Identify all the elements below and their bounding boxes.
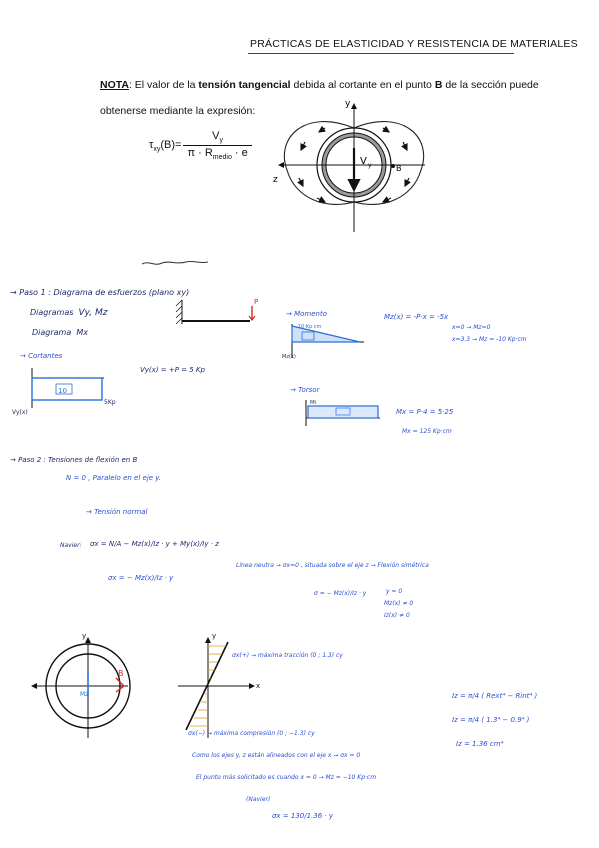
note-ejes-sim: Como los ejes y, z están alineados con e…	[192, 752, 361, 759]
shear-sk: 5Kp	[104, 399, 116, 406]
section-mz-label: Mz	[80, 691, 88, 698]
section-point-b: B	[118, 669, 124, 678]
note-cond-1: y = 0	[386, 588, 403, 595]
fig-shear: V	[360, 156, 367, 167]
note-sigma-eq: σx = N/A − Mz(x)/Iz · y + My(x)/Iy · z	[90, 540, 219, 548]
note-sigma-eq2: σ = − Mz(x)/Iz · y	[314, 590, 367, 597]
diagramas-1-value: Vy, Mz	[78, 308, 108, 318]
formula-lhs-arg: (B)=	[160, 138, 182, 151]
shear-value: 10	[58, 387, 67, 395]
beam-sketch: P	[175, 298, 258, 325]
note-text-1: : El valor de la	[128, 79, 199, 91]
note-cond-3: Iz(x) ≠ 0	[384, 612, 410, 619]
note-torsor: → Torsor	[290, 386, 320, 394]
note-text-4: obtenerse mediante la expresión:	[100, 105, 256, 117]
note-punto-mas: El punto más solicitado es cuando x = 0 …	[196, 774, 377, 781]
diagramas-2-label: Diagrama	[32, 328, 72, 337]
note-text-2: debida al cortante en el punto	[290, 79, 435, 91]
note-linea-neutra: Línea neutra → σx=0 , situada sobre el e…	[236, 562, 429, 569]
note-tension-normal: → Tensión normal	[86, 508, 148, 516]
note-navier: (Navier)	[246, 796, 271, 803]
shear-formula: τxy(B)= Vy π · Rmedio · e	[148, 130, 252, 161]
pipe-section-figure: y z V y B	[273, 99, 425, 232]
stress-distribution-figure: Mz B y y x	[31, 634, 260, 738]
formula-den: π · R	[187, 147, 213, 160]
formula-lhs: τ	[149, 138, 154, 151]
fig-z-axis: z	[273, 175, 278, 185]
note-momento: → Momento	[286, 310, 328, 318]
note-iz-3: Iz = 1.36 cm⁴	[456, 740, 504, 748]
stress-y-axis: y	[212, 634, 216, 640]
note-mz-b: x=3.3 → Mz = -10 Kp·cm	[452, 336, 527, 343]
note-sx-minus: σx(−) → máxima compresión (0 ; −1.3) cy	[188, 730, 315, 737]
note-sigma-final: σx = 130/1.36 · y	[272, 812, 334, 820]
shear-vy-label: Vy(x)	[12, 409, 28, 416]
diagramas-2-value: Mx	[76, 328, 88, 337]
note-mz-eq: Mz(x) = -P·x = -5x	[384, 313, 449, 321]
note-paso2: → Paso 2 : Tensiones de flexión en B	[10, 456, 138, 464]
note-bold: tensión tangencial	[198, 79, 291, 91]
formula-num: V	[212, 130, 220, 142]
note-mt-eq: Mx = P·4 = 5·25	[396, 408, 454, 416]
note-n0: N = 0 , Paralelo en el eje y.	[66, 474, 162, 482]
moment-value: -10 Kp·cm	[296, 324, 322, 330]
note-text-3: de la sección puede	[442, 79, 539, 91]
note-sx-plus: σx(+) → máxima tracción (0 ; 1.3) cy	[232, 652, 343, 659]
scribble-mark	[141, 260, 209, 265]
note-mz-a: x=0 → Mz=0	[452, 324, 491, 331]
beam-load-p: P	[254, 298, 258, 306]
note-sigma-label: Navier:	[60, 542, 82, 549]
note-cond-2: Mz(x) ≠ 0	[384, 600, 414, 607]
note-paragraph: NOTA: El valor de la tensión tangencial …	[100, 72, 540, 124]
formula-lhs-sub: xy	[153, 145, 161, 153]
note-point: B	[434, 79, 443, 91]
header-rule	[248, 53, 514, 54]
shear-diagram: 10 5Kp Vy(x)	[12, 368, 116, 416]
note-vy-eq: Vy(x) = +P = 5 Kp	[140, 366, 205, 374]
stress-x-axis: x	[256, 682, 260, 690]
note-mt-val: Mx = 125 Kp·cm	[402, 428, 452, 435]
formula-num-sub: y	[219, 137, 224, 145]
formula-den-sub: medio	[212, 154, 232, 162]
page-header: PRÁCTICAS DE ELASTICIDAD Y RESISTENCIA D…	[250, 38, 578, 50]
torsor-mt-label: Mt	[310, 400, 316, 406]
note-diagramas-2: Diagrama Mx	[32, 328, 88, 337]
note-paso1: → Paso 1 : Diagrama de esfuerzos (plano …	[10, 288, 190, 297]
fig-y-axis: y	[345, 99, 351, 109]
note-iz-1: Iz = π/4 ( Rext⁴ − Rint⁴ )	[452, 692, 538, 700]
diagramas-1-label: Diagramas	[30, 308, 74, 317]
note-label: NOTA	[100, 79, 129, 91]
section-y-axis: y	[82, 634, 86, 640]
torsor-diagram: Mt	[305, 400, 380, 426]
formula-den-tail: · e	[231, 147, 248, 160]
note-diagramas-1: Diagramas Vy, Mz	[30, 308, 108, 318]
note-iz-2: Iz = π/4 ( 1.3⁴ − 0.9⁴ )	[452, 716, 530, 724]
moment-diagram: -10 Kp·cm Mz(x)	[282, 324, 364, 360]
note-cortantes: → Cortantes	[20, 352, 63, 360]
moment-mz-label: Mz(x)	[282, 354, 296, 360]
fig-point-b: B	[396, 164, 402, 173]
fig-shear-sub: y	[368, 162, 372, 169]
note-sigma-res: σx = − Mz(x)/Iz · y	[108, 574, 174, 582]
